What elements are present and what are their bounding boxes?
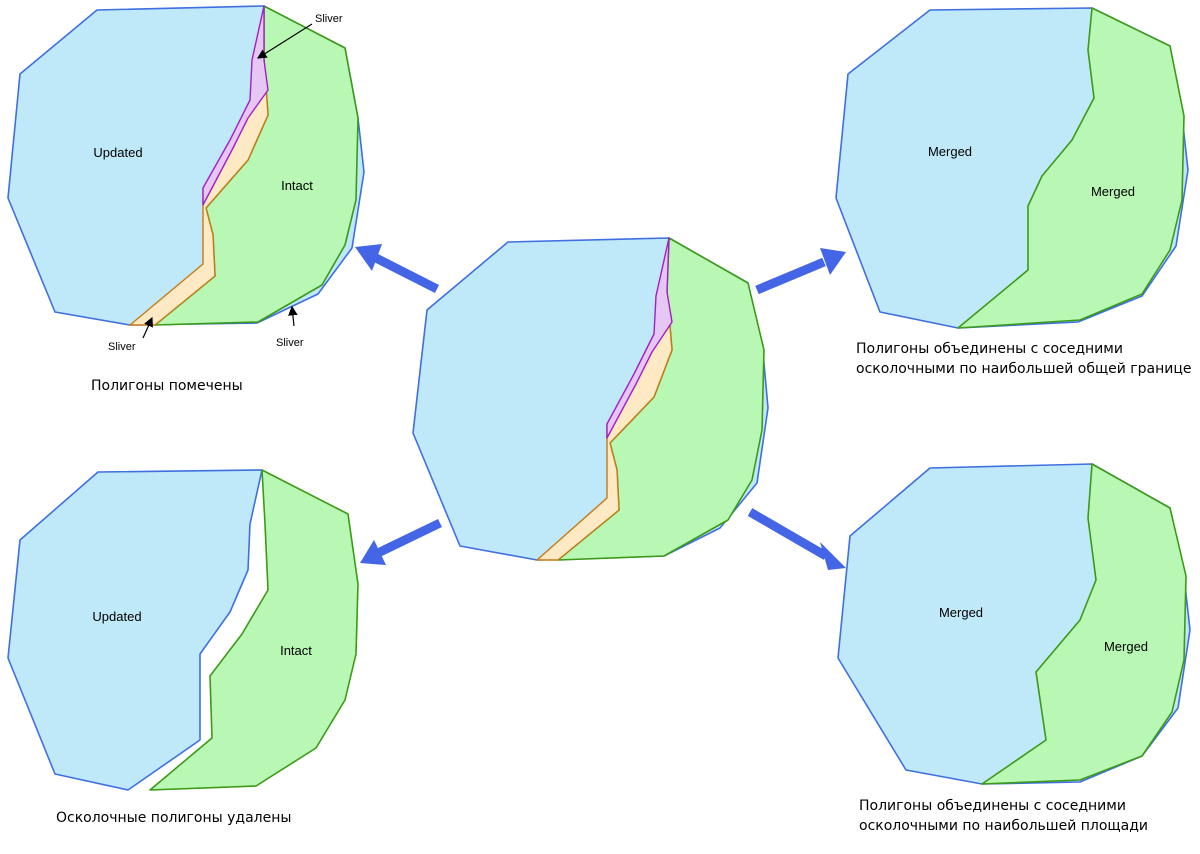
- merged-left-label: Merged: [939, 605, 983, 620]
- caption-merged-border-line2: осколочными по наибольшей общей границе: [856, 361, 1192, 377]
- updated-polygon: [7, 469, 263, 791]
- caption-merged-border: Полигоны объединены с соседними осколочн…: [856, 339, 1192, 379]
- arrow-to-flagged: [355, 244, 440, 294]
- sliver-pointer-bottom-left: [142, 316, 153, 339]
- merged-polygon-right: [957, 7, 1185, 329]
- arrow-to-deleted: [360, 518, 442, 565]
- sliver-pointer-bottom-right: [288, 305, 298, 327]
- intact-label: Intact: [281, 178, 313, 193]
- arrow-to-merged-area: [747, 508, 846, 570]
- sliver-polygon-purple: [606, 237, 673, 439]
- intact-label: Intact: [280, 643, 312, 658]
- panel-merged-border: Merged Merged: [835, 7, 1189, 329]
- panel-flagged: Updated Intact Sliver Sliver Sliver: [7, 5, 365, 353]
- merged-right-label: Merged: [1091, 184, 1135, 199]
- merged-polygon-right: [981, 463, 1187, 785]
- caption-deleted: Осколочные полигоны удалены: [56, 810, 292, 826]
- merged-right-label: Merged: [1104, 639, 1148, 654]
- caption-merged-border-line1: Полигоны объединены с соседними: [856, 341, 1123, 357]
- updated-label: Updated: [92, 609, 141, 624]
- intact-polygon: [149, 469, 359, 791]
- panel-deleted: Updated Intact: [7, 469, 359, 791]
- sliver-pointer-top: [256, 23, 313, 59]
- panel-merged-area: Merged Merged: [837, 463, 1191, 785]
- caption-merged-area: Полигоны объединены с соседними осколочн…: [859, 796, 1148, 836]
- caption-merged-area-line1: Полигоны объединены с соседними: [859, 798, 1126, 814]
- caption-flagged: Полигоны помечены: [91, 378, 243, 394]
- sliver-label-top: Sliver: [315, 13, 343, 25]
- updated-label: Updated: [93, 145, 142, 160]
- arrow-to-merged-border: [755, 248, 846, 295]
- merged-left-label: Merged: [928, 144, 972, 159]
- sliver-polygon-purple: [202, 5, 269, 206]
- sliver-label-bottom-right: Sliver: [276, 337, 304, 349]
- sliver-label-bottom-left: Sliver: [108, 341, 136, 353]
- caption-merged-area-line2: осколочными по наибольшей площади: [859, 818, 1148, 834]
- panel-original: [412, 237, 769, 561]
